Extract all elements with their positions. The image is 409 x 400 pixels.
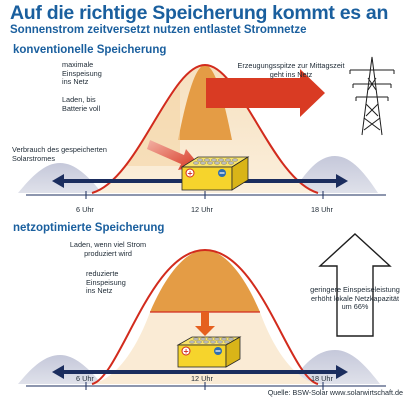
source-credit: Quelle: BSW-Solar www.solarwirtschaft.de (267, 388, 403, 397)
page-subtitle: Sonnenstrom zeitversetzt nutzen entlaste… (10, 24, 307, 36)
label-midday-peak: Erzeugungsspitze zur Mittagszeit geht in… (237, 61, 345, 79)
top-panel: + (18, 56, 395, 199)
label-reduced-feed: reduzierte Einspeisung ins Netz (86, 269, 126, 296)
axis-label-12-bottom: 12 Uhr (191, 374, 213, 383)
svg-text:+: + (187, 170, 193, 178)
battery-top: + (180, 156, 250, 191)
shift-arrow-right-head (336, 174, 348, 188)
label-charge-high-production: Laden, wenn viel Strom produziert wird (69, 240, 147, 258)
solar-curve-line-2 (91, 248, 319, 385)
capacity-up-arrow (318, 233, 392, 337)
stored-peak-area (150, 250, 260, 312)
page-title: Auf die richtige Speicherung kommt es an (10, 2, 389, 24)
label-charge-until-full: Laden, bis Batterie voll (62, 95, 101, 113)
bottom-panel: + (18, 233, 392, 390)
bottom-section-heading: netzoptimierte Speicherung (13, 222, 165, 234)
shift-arrow-left-head (52, 174, 64, 188)
charging-area (124, 84, 180, 166)
axis-label-6: 6 Uhr (76, 205, 94, 214)
axis-label-6-bottom: 6 Uhr (76, 374, 94, 383)
power-pylon-icon (349, 56, 395, 136)
battery-bottom: + (176, 336, 242, 368)
shift-arrow-left-head-2 (52, 365, 64, 379)
shift-arrow-right-head-2 (336, 365, 348, 379)
grid-feed-peak-area (178, 65, 232, 140)
solar-curve-line (91, 63, 319, 194)
label-stored-consumption: Verbrauch des gespeicherten Solarstromes (12, 145, 107, 163)
evening-consumption-hill (292, 156, 378, 193)
charge-down-arrow-shaft (201, 312, 209, 328)
charge-battery-arrow (147, 140, 200, 170)
svg-text:+: + (183, 348, 189, 356)
charge-down-arrow-head (195, 326, 215, 336)
label-capacity-increase: geringere Einspeiseleistung erhöht lokal… (310, 285, 400, 312)
top-section-heading: konventionelle Speicherung (13, 44, 167, 56)
axis-label-12: 12 Uhr (191, 205, 213, 214)
axis-label-18: 18 Uhr (311, 205, 333, 214)
label-max-feed: maximale Einspeisung ins Netz (62, 60, 102, 87)
evening-consumption-hill-2 (290, 350, 380, 384)
axis-label-18-bottom: 18 Uhr (311, 374, 333, 383)
peak-to-grid-arrow (206, 69, 325, 117)
